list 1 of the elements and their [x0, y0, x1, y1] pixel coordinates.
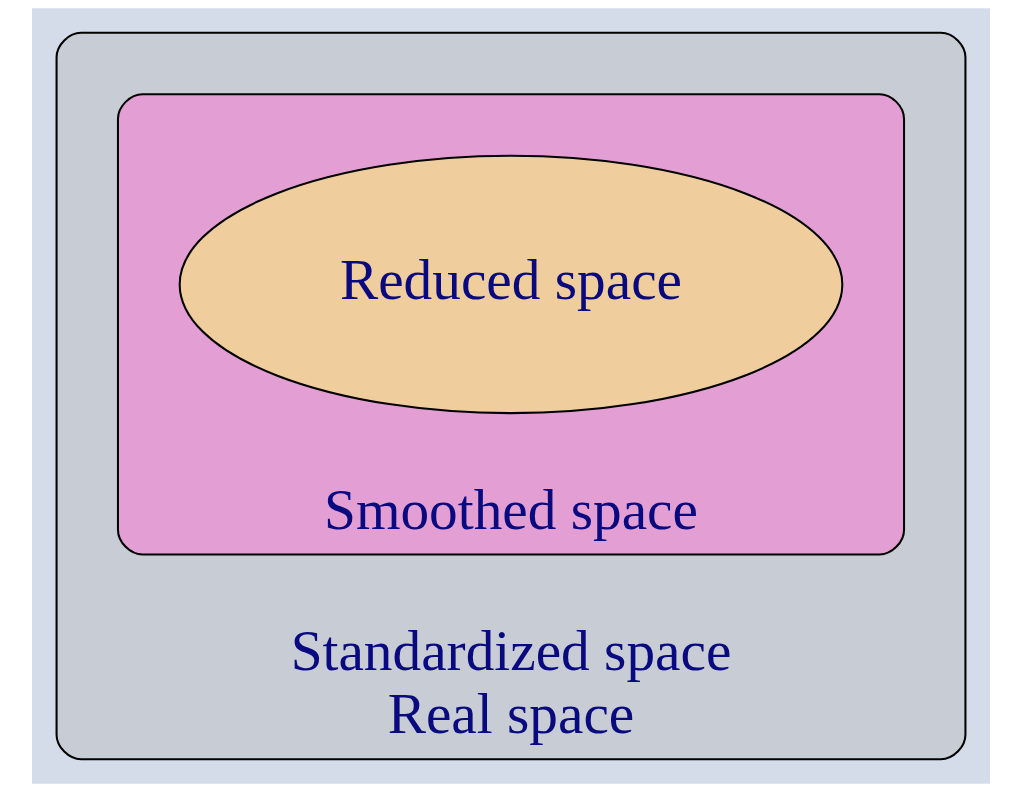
- node-ellipse: Reduced space: [178, 154, 843, 415]
